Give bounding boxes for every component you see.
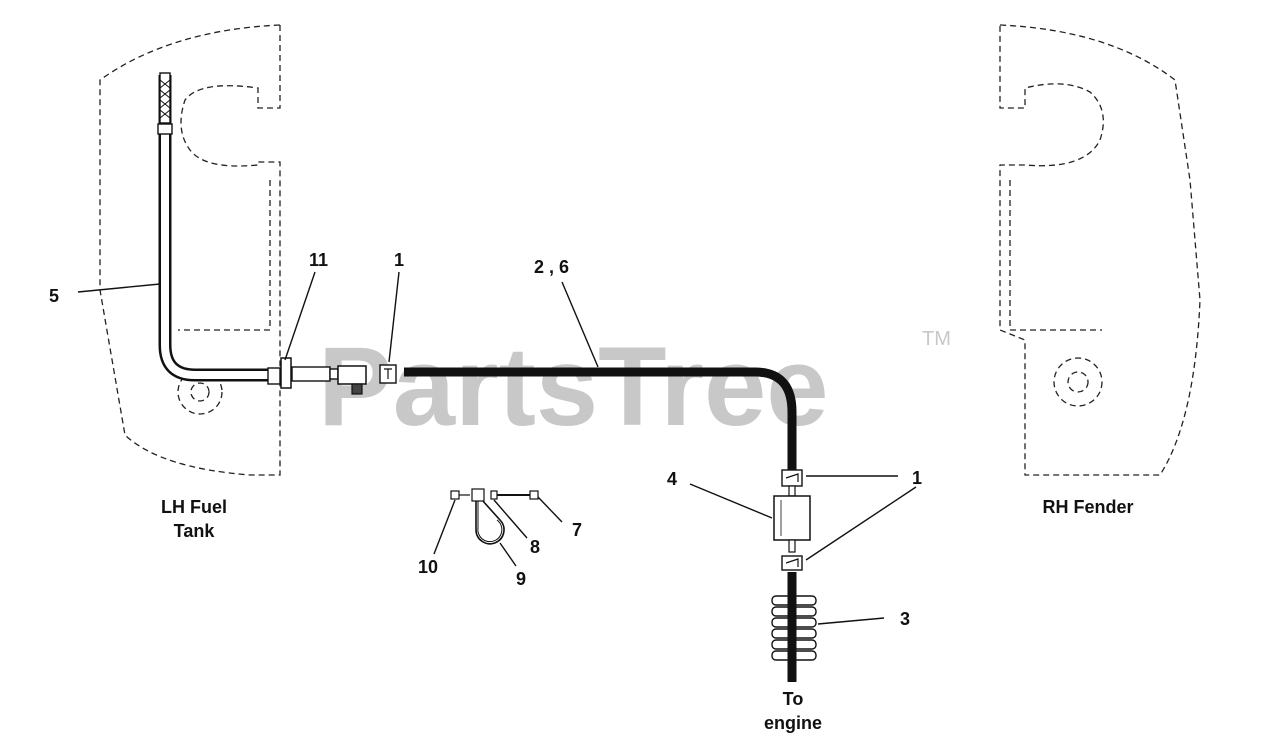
callout-numbers: 5 11 1 2 , 6 4 1 3 7 8 9 10 — [49, 250, 922, 629]
callout-1-clamp: 1 — [394, 250, 404, 270]
captions: LH Fuel Tank RH Fender To engine — [161, 497, 1134, 733]
callout-9: 9 — [516, 569, 526, 589]
hose-clamp-top — [379, 364, 397, 384]
callout-11: 11 — [309, 250, 328, 270]
callout-3: 3 — [900, 609, 910, 629]
fuel-filter — [773, 485, 811, 553]
fuel-hose — [404, 367, 797, 470]
watermark-trademark: TM — [922, 328, 951, 350]
callout-5: 5 — [49, 286, 59, 306]
hose-spring-guard — [771, 595, 817, 661]
caption-rh-fender: RH Fender — [1042, 497, 1133, 517]
vent-assembly-detail — [450, 488, 539, 545]
caption-lh-fuel-tank-line1: LH Fuel — [161, 497, 227, 517]
caption-lh-fuel-tank-line2: Tank — [174, 521, 216, 541]
filter-clamp-upper — [781, 469, 803, 487]
callout-8: 8 — [530, 537, 540, 557]
rh-fender-outline — [999, 24, 1201, 476]
watermark-text: PartsTree — [318, 324, 829, 449]
filter-clamp-lower — [781, 555, 803, 571]
lh-fuel-tank-outline — [99, 24, 281, 476]
callout-4: 4 — [667, 469, 677, 489]
watermark: PartsTree TM — [318, 324, 951, 449]
callout-2-6: 2 , 6 — [534, 257, 569, 277]
leader-lines — [77, 271, 917, 625]
callout-10: 10 — [418, 557, 438, 577]
callout-7: 7 — [572, 520, 582, 540]
caption-to-engine-line2: engine — [764, 713, 822, 733]
callout-1-filter: 1 — [912, 468, 922, 488]
shutoff-fitting-assembly — [267, 357, 367, 395]
vent-tube — [157, 72, 270, 382]
caption-to-engine-line1: To — [783, 689, 804, 709]
